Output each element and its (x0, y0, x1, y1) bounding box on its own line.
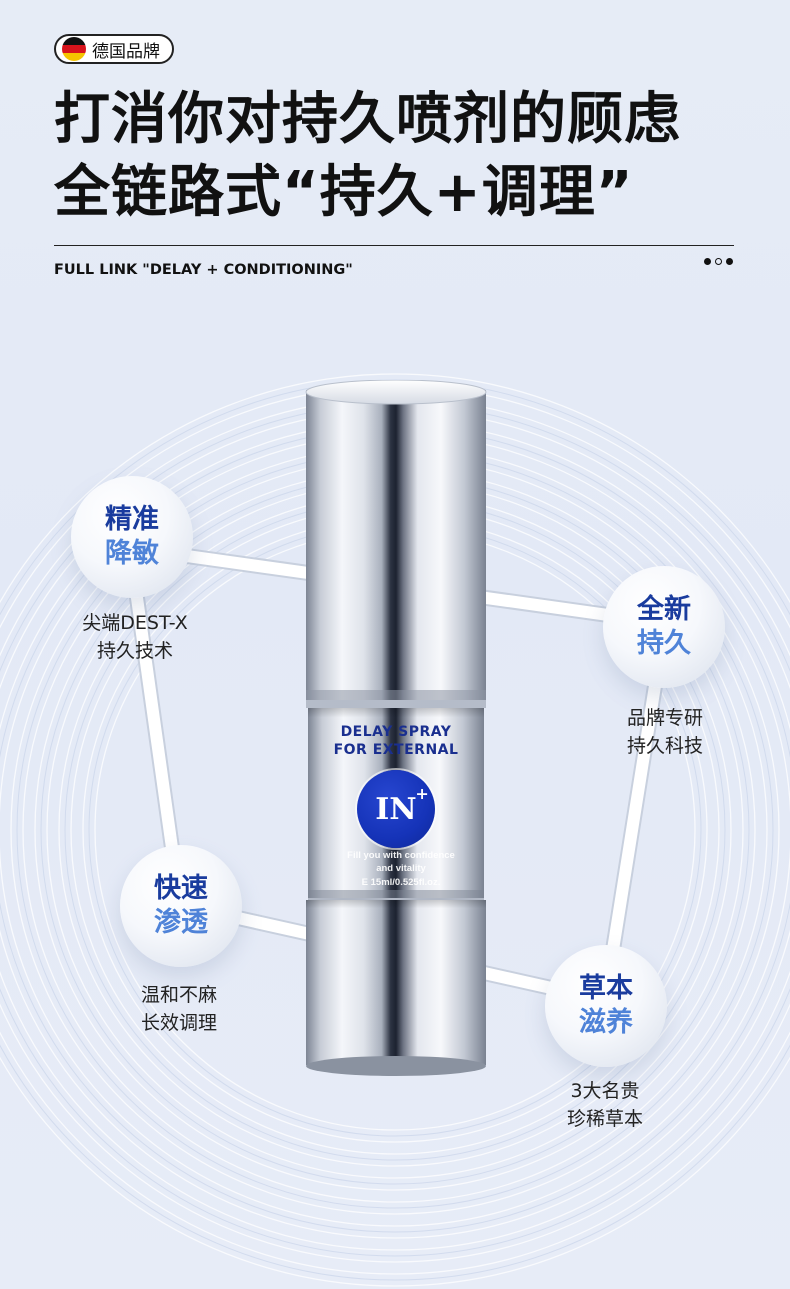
english-subtitle: FULL LINK "DELAY + CONDITIONING" (54, 262, 353, 278)
feature-title: 快速 (154, 873, 208, 905)
volume-text: E 15ml/0.525fl.oz. (361, 877, 441, 888)
feature-bubble-lasting: 全新 持久 (603, 566, 725, 688)
feature-subtitle: 滋养 (579, 1007, 633, 1038)
spray-bottle (305, 380, 487, 1076)
feature-caption-herbal: 3大名贵 珍稀草本 (520, 1078, 690, 1133)
feature-title: 全新 (637, 594, 691, 626)
germany-flag-icon (62, 37, 86, 61)
headline-line-2: 全链路式“持久+调理” (54, 160, 634, 225)
caption-line: 珍稀草本 (566, 1107, 643, 1130)
feature-title: 草本 (579, 973, 633, 1005)
brand-origin-badge: 德国品牌 (54, 34, 174, 64)
brand-logo: IN+ (357, 770, 435, 848)
headline-line-1: 打消你对持久喷剂的顾虑 (54, 87, 681, 152)
tagline-line-1: Fill you with confidence (347, 850, 455, 861)
caption-line: 尖端DEST-X (82, 612, 188, 634)
caption-line: 品牌专研 (626, 707, 703, 729)
badge-label: 德国品牌 (92, 41, 160, 62)
caption-line: 3大名贵 (570, 1080, 640, 1102)
feature-bubble-penetration: 快速 渗透 (120, 845, 242, 967)
feature-caption-desensitize: 尖端DEST-X 持久技术 (40, 610, 230, 665)
label-line-1: DELAY SPRAY (340, 724, 452, 740)
divider (54, 245, 734, 246)
logo-text: IN (375, 791, 417, 827)
bottle-label: DELAY SPRAY FOR EXTERNAL IN+ Fill you wi… (296, 380, 496, 1080)
feature-subtitle: 降敏 (105, 538, 159, 569)
logo-plus: + (415, 783, 429, 803)
feature-bubble-desensitize: 精准 降敏 (71, 476, 193, 598)
feature-bubble-herbal: 草本 滋养 (545, 945, 667, 1067)
tagline-line-2: and vitality (376, 863, 426, 874)
feature-caption-penetration: 温和不麻 长效调理 (94, 982, 264, 1037)
caption-line: 持久科技 (626, 734, 703, 757)
label-line-2: FOR EXTERNAL (333, 742, 459, 758)
caption-line: 温和不麻 (140, 984, 217, 1006)
feature-subtitle: 渗透 (154, 907, 208, 938)
feature-caption-lasting: 品牌专研 持久科技 (580, 705, 750, 760)
feature-subtitle: 持久 (637, 628, 691, 659)
caption-line: 持久技术 (96, 639, 173, 662)
dots-decoration (704, 258, 733, 265)
caption-line: 长效调理 (140, 1011, 217, 1034)
feature-title: 精准 (105, 504, 159, 536)
